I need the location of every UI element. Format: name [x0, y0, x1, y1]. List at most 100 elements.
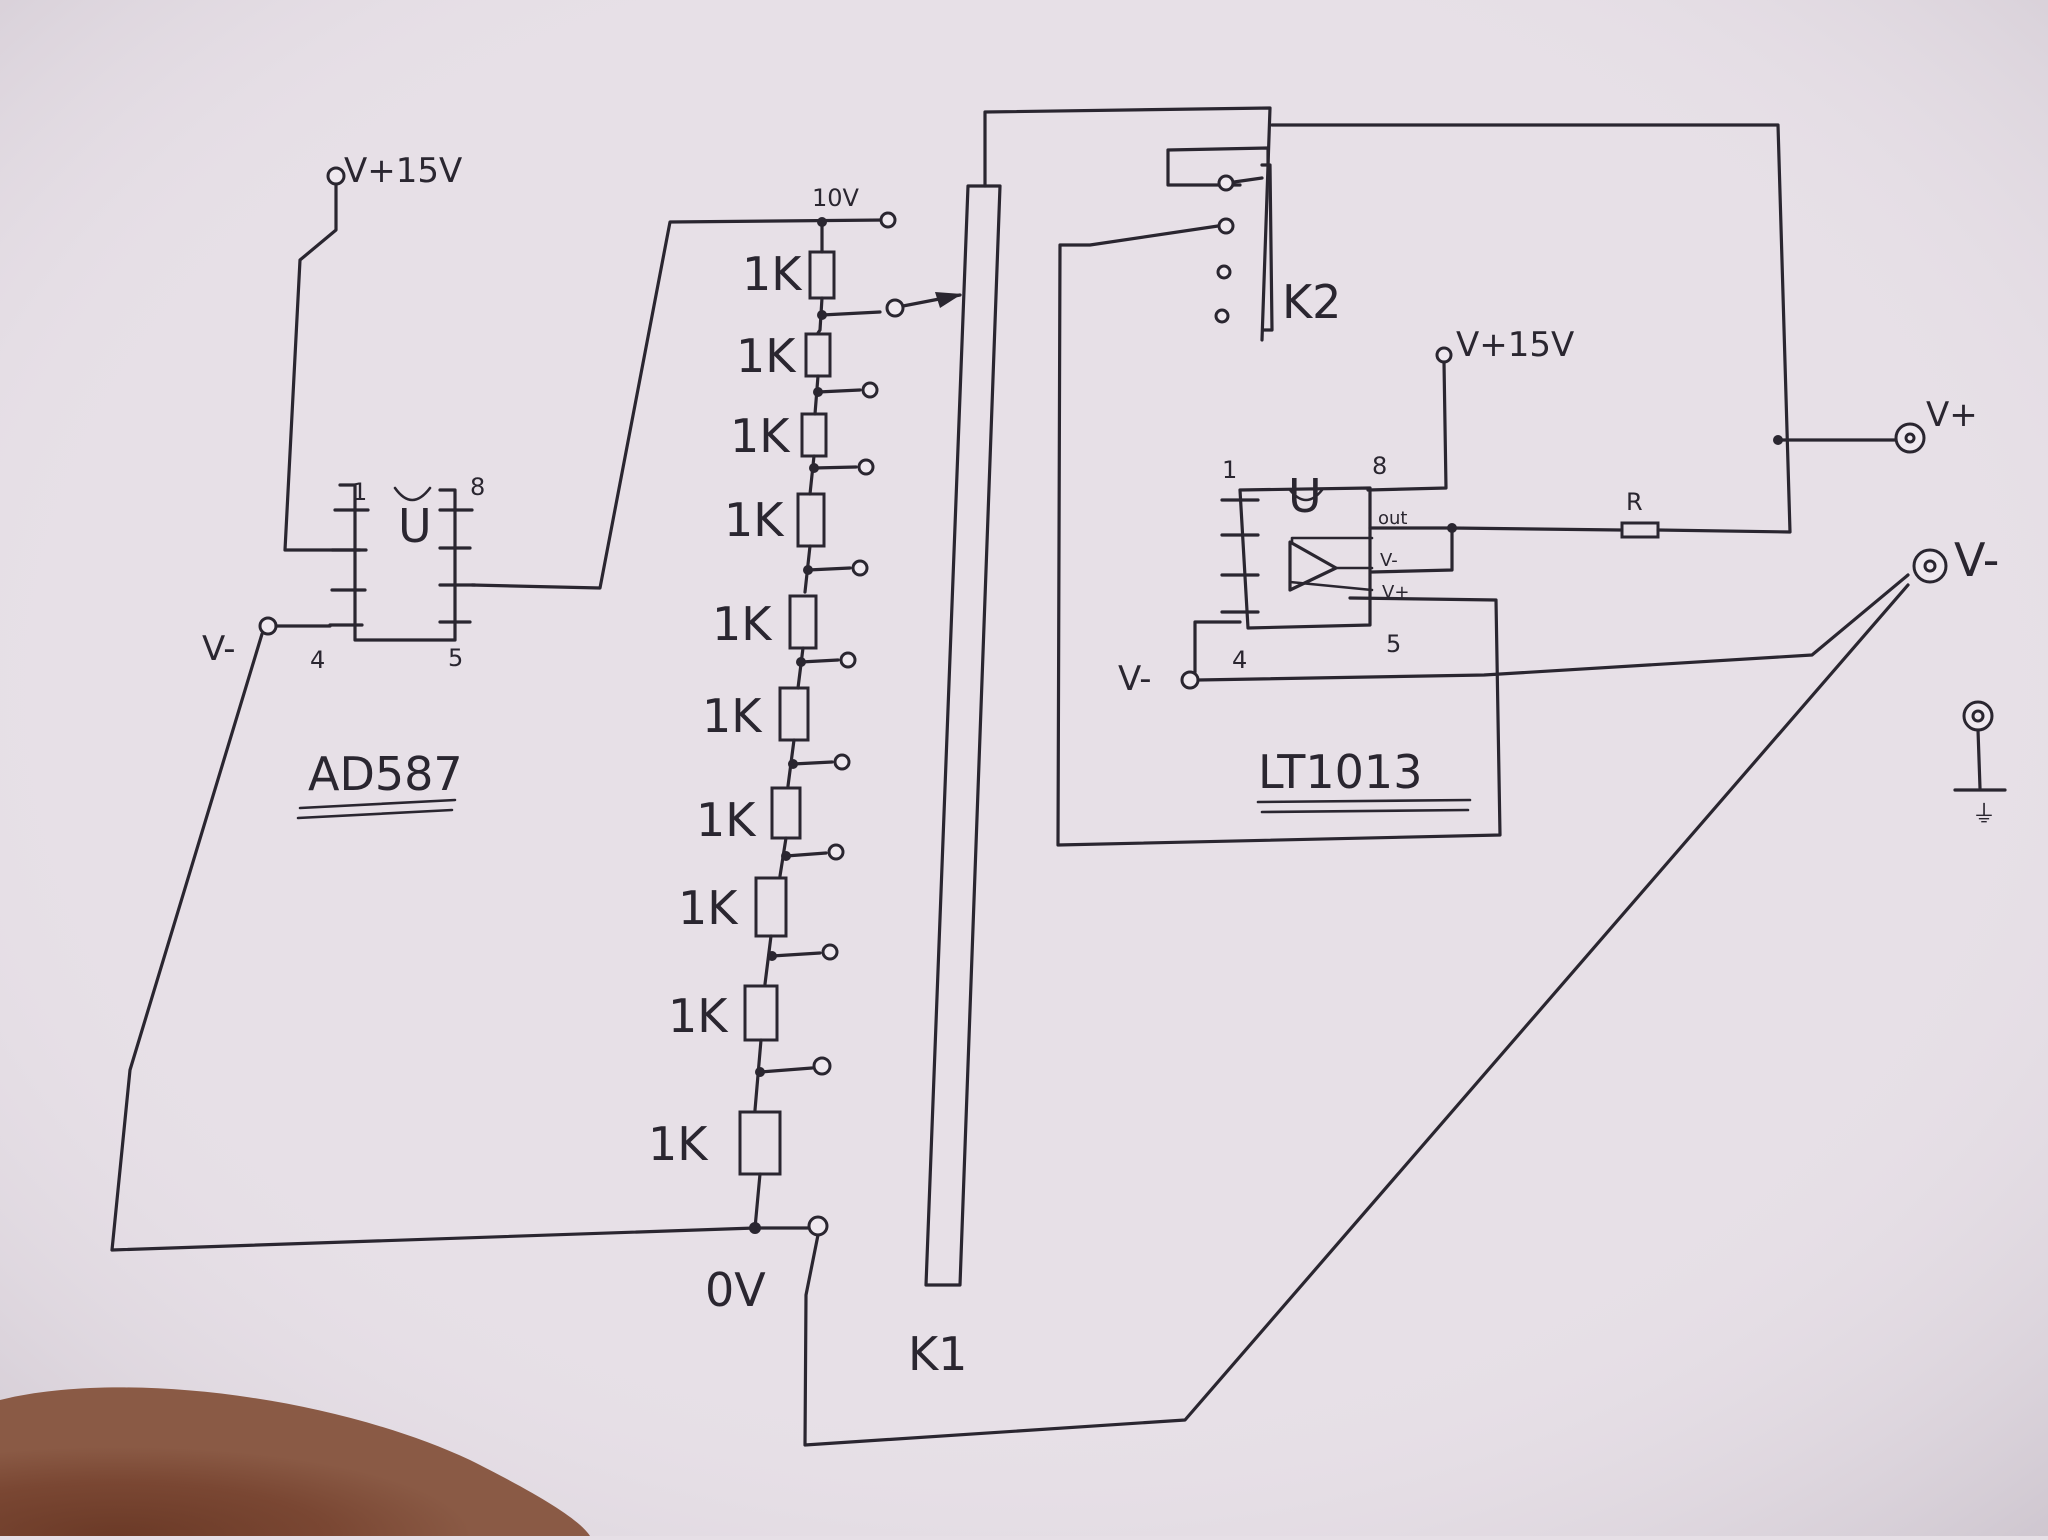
lt-vplus-terminal [1435, 346, 1453, 364]
tap-4-wire [806, 566, 852, 572]
tap-3-terminal [857, 458, 875, 476]
wire-lt-out-to-r [1450, 526, 1622, 532]
ladder-wire-8 [763, 934, 773, 986]
tap-8-wire [770, 951, 822, 958]
ground-terminal-center [1971, 709, 1985, 723]
lt-vp-label: V+ [1382, 582, 1409, 603]
vplus-output-label: V+ [1926, 395, 1978, 435]
ladder-wire-3 [808, 454, 816, 496]
wire-k2-to-lt1013 [1056, 224, 1502, 847]
ladder-wire-1 [816, 296, 824, 335]
wire-lt-out-feedback [1368, 526, 1454, 574]
ad587-vplus-terminal [326, 166, 346, 186]
tap-8-node [767, 951, 777, 961]
ad587-right-pins [438, 508, 477, 624]
wire-ground-return [110, 632, 757, 1252]
tap-5-wire [799, 658, 840, 664]
k2-switch: K2 [1056, 146, 1502, 847]
vminus-output-terminal-center [1923, 559, 1937, 573]
lt-opamp-triangle-icon [1288, 540, 1338, 592]
output-terminals: V+ V- ⏚ [1773, 395, 2007, 828]
k1-label: K1 [908, 1327, 967, 1381]
k2-top-wire [1166, 146, 1270, 187]
lt-name-label: LT1013 [1258, 745, 1422, 799]
wire-ad587-vplus [283, 182, 362, 552]
lt-vminus-terminal [1180, 670, 1200, 690]
ad587-pin8-label: 8 [470, 473, 485, 501]
resistor-r-label: R [1626, 488, 1643, 516]
tap-9-node [755, 1067, 765, 1077]
lt-out-label: out [1378, 508, 1407, 529]
k2-label: K2 [1282, 275, 1341, 329]
tap-3-node [809, 463, 819, 473]
resistor-9-label: 1K [668, 989, 729, 1043]
vminus-output-label: V- [1954, 533, 1999, 587]
lt-pin5-label: 5 [1386, 630, 1401, 658]
ladder-wire-5 [796, 646, 805, 690]
wire-ad587-out-to-ladder [470, 218, 887, 590]
lt-vplus-label: V+15V [1456, 325, 1574, 365]
wire-lt-pin4 [1193, 620, 1242, 674]
ladder-bottom-terminal [807, 1215, 829, 1237]
tap-6-node [788, 759, 798, 769]
ad587-ic-label: U [398, 499, 432, 553]
resistor-4-label: 1K [724, 493, 785, 547]
resistor-3-label: 1K [730, 409, 791, 463]
tap-9-wire [758, 1066, 814, 1074]
lt-pin8-label: 8 [1372, 452, 1387, 480]
lt-ic-notch [1288, 488, 1324, 502]
tap-7-wire [784, 851, 828, 858]
tap-1-terminal [885, 298, 905, 318]
lt-vminus-label: V- [1118, 659, 1152, 699]
wire-r-to-vplus-out [1270, 123, 1792, 534]
tap-5-terminal [839, 651, 857, 669]
tap-2-wire [816, 388, 862, 394]
ground-terminal-wire [1953, 728, 2007, 792]
ad587-vminus-terminal [258, 616, 278, 636]
wire-lt-vplus [1366, 360, 1448, 492]
tap-6-terminal [833, 753, 851, 771]
thumb-shadow [0, 1387, 590, 1536]
lt-opamp-wires [1288, 536, 1374, 592]
ad587-name-label: AD587 [308, 747, 463, 801]
k2-switch-body [1260, 163, 1274, 332]
tap-8-terminal [821, 943, 839, 961]
k1-switch-body [924, 184, 1002, 1287]
resistor-ladder: 10V [648, 184, 962, 1317]
ad587-left-pins [328, 508, 370, 627]
ad587-vplus-label: V+15V [344, 151, 462, 191]
k1-wiper-wire [983, 106, 1272, 342]
k1-switch: K1 [803, 106, 1910, 1447]
resistor-8-label: 1K [678, 881, 739, 935]
k1-wiper-arrow-icon [935, 292, 962, 308]
resistor-2-label: 1K [736, 329, 797, 383]
resistor-1-label: 1K [742, 247, 803, 301]
ad587-pin4-label: 4 [310, 646, 325, 674]
tap-7-terminal [827, 843, 845, 861]
tap-6-wire [791, 760, 834, 766]
tap-7-node [781, 851, 791, 861]
ad587-vminus-label: V- [202, 629, 236, 669]
k2-contact-2 [1217, 217, 1235, 235]
lt-pin1-label: 1 [1222, 456, 1237, 484]
ad587-block: V+15V V- 1 8 4 5 U AD587 [110, 151, 887, 1252]
k2-contact-3 [1216, 264, 1232, 280]
ladder-bottom-label: 0V [705, 1263, 766, 1317]
vplus-output-terminal-center [1904, 432, 1916, 444]
tap-5-node [796, 657, 806, 667]
k2-contact-1 [1217, 174, 1235, 192]
ad587-name-underline [296, 798, 457, 820]
lt-left-pins [1220, 498, 1260, 614]
tap-1-wire [820, 310, 882, 317]
ad587-ic-notch [393, 486, 432, 502]
ladder-top-label: 10V [812, 184, 860, 212]
ad587-pin1-label: 1 [352, 478, 367, 506]
wire-ground-to-output [803, 583, 1910, 1447]
ladder-wire-10 [753, 1172, 762, 1230]
tap-4-terminal [851, 559, 869, 577]
wire-lt-vminus-to-output [1196, 573, 1910, 682]
tap-4-node [803, 565, 813, 575]
lt1013-block: V+15V 1 8 4 5 U out V- V+ V- LT1013 R [1118, 123, 1910, 814]
tap-2-node [813, 387, 823, 397]
